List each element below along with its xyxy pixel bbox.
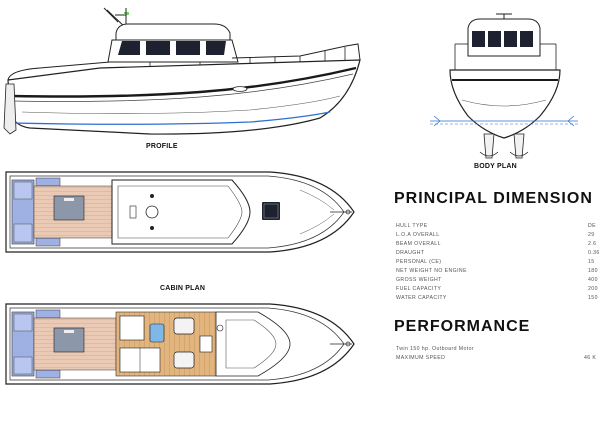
spec-value: DE: [588, 223, 597, 229]
spec-value: 2.6: [588, 241, 597, 247]
helm-seat: [173, 317, 195, 335]
spec-label: L.O.A OVERALL: [396, 232, 440, 238]
front-window: [504, 31, 517, 47]
spec-value: 180: [588, 268, 598, 274]
body-plan-caption: BODY PLAN: [474, 163, 517, 170]
hull-profile: [7, 59, 361, 135]
cabin-window: [118, 41, 140, 55]
cabin-plan-caption: CABIN PLAN: [160, 285, 206, 292]
front-window: [488, 31, 501, 47]
performance-engine: Twin 150 hp. Outboard Motor: [396, 346, 474, 352]
principal-dimension-heading: PRINCIPAL DIMENSION: [394, 190, 593, 207]
spec-row: HULL TYPE DE: [396, 223, 600, 232]
performance-speed-value: 46 K: [584, 355, 597, 361]
profile-view: [3, 7, 361, 135]
spec-label: PERSONAL (CE): [396, 259, 442, 265]
spec-row: FUEL CAPACITY 200: [396, 286, 600, 295]
spec-value: 15: [588, 259, 595, 265]
cabin-plan-view: [5, 303, 355, 385]
bow-rail: [231, 43, 361, 61]
porthole: [232, 86, 248, 92]
deck-plan-view: [5, 171, 355, 253]
spec-row: L.O.A OVERALL 29: [396, 232, 600, 241]
cabin-window: [146, 41, 170, 55]
spec-value: 0.36: [588, 250, 600, 256]
fore-hatch: [262, 202, 280, 220]
stern-deck: [7, 61, 111, 81]
cabin-window: [206, 41, 226, 55]
hatch-handle: [150, 194, 154, 198]
sheer-stripe: [11, 66, 357, 98]
front-window: [520, 31, 533, 47]
spec-value: 400: [588, 277, 598, 283]
spec-row: DRAUGHT 0.36: [396, 250, 600, 259]
performance-heading: PERFORMANCE: [394, 318, 531, 335]
cabin-window: [176, 41, 200, 55]
body-plan-view: [430, 13, 578, 159]
profile-caption: PROFILE: [146, 143, 178, 150]
spec-value: 29: [588, 232, 595, 238]
spec-value: 150: [588, 295, 598, 301]
spec-label: GROSS WEIGHT: [396, 277, 442, 283]
spec-row: PERSONAL (CE) 15: [396, 259, 600, 268]
performance-speed-label: MAXIMUM SPEED: [396, 355, 446, 361]
spec-label: FUEL CAPACITY: [396, 286, 442, 292]
spec-row: NET WEIGHT NO ENGINE 180: [396, 268, 600, 277]
waterline: [11, 111, 331, 125]
spec-row: BEAM OVERALL 2.6: [396, 241, 600, 250]
spec-label: HULL TYPE: [396, 223, 428, 229]
spec-row: WATER CAPACITY 150: [396, 295, 600, 304]
front-window: [472, 31, 485, 47]
spec-label: WATER CAPACITY: [396, 295, 447, 301]
cabin-body: [107, 39, 239, 63]
spec-value: 200: [588, 286, 598, 292]
outboard-motor-icon: [3, 83, 17, 135]
outboard-motor-icon: [479, 133, 529, 159]
spec-row: GROSS WEIGHT 400: [396, 277, 600, 286]
spec-label: NET WEIGHT NO ENGINE: [396, 268, 467, 274]
cabin-roof: [115, 23, 231, 41]
cabin-top: [111, 179, 251, 245]
helm-seat: [173, 351, 195, 369]
galley-counter: [119, 315, 145, 341]
spec-label: BEAM OVERALL: [396, 241, 441, 247]
spec-label: DRAUGHT: [396, 250, 425, 256]
